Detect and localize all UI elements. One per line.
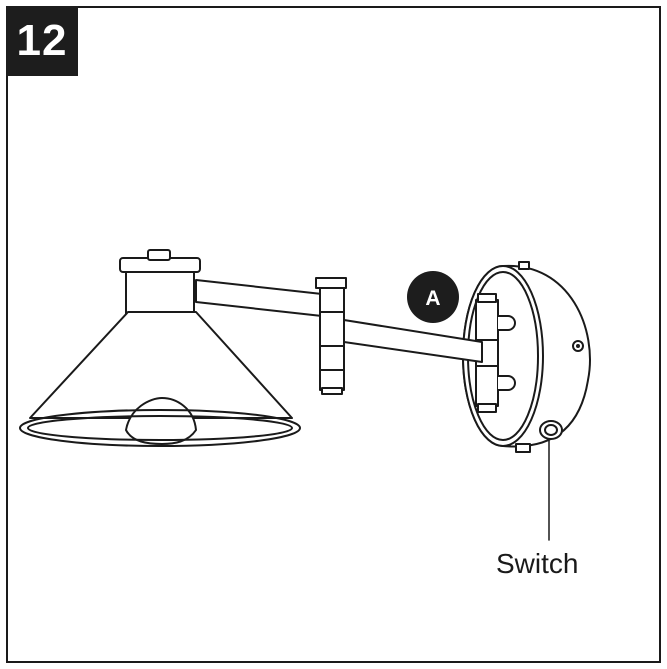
lower-arm [343,319,483,363]
switch-label: Switch [496,548,579,579]
callout-a-label: A [425,287,440,310]
lamp-shade [19,311,301,447]
switch-icon [539,420,563,440]
upper-arm [195,279,323,317]
step-number-badge: 12 [6,6,78,76]
shade-cap [119,249,201,317]
swivel-joint [315,277,347,395]
callout-a: A [407,271,459,323]
